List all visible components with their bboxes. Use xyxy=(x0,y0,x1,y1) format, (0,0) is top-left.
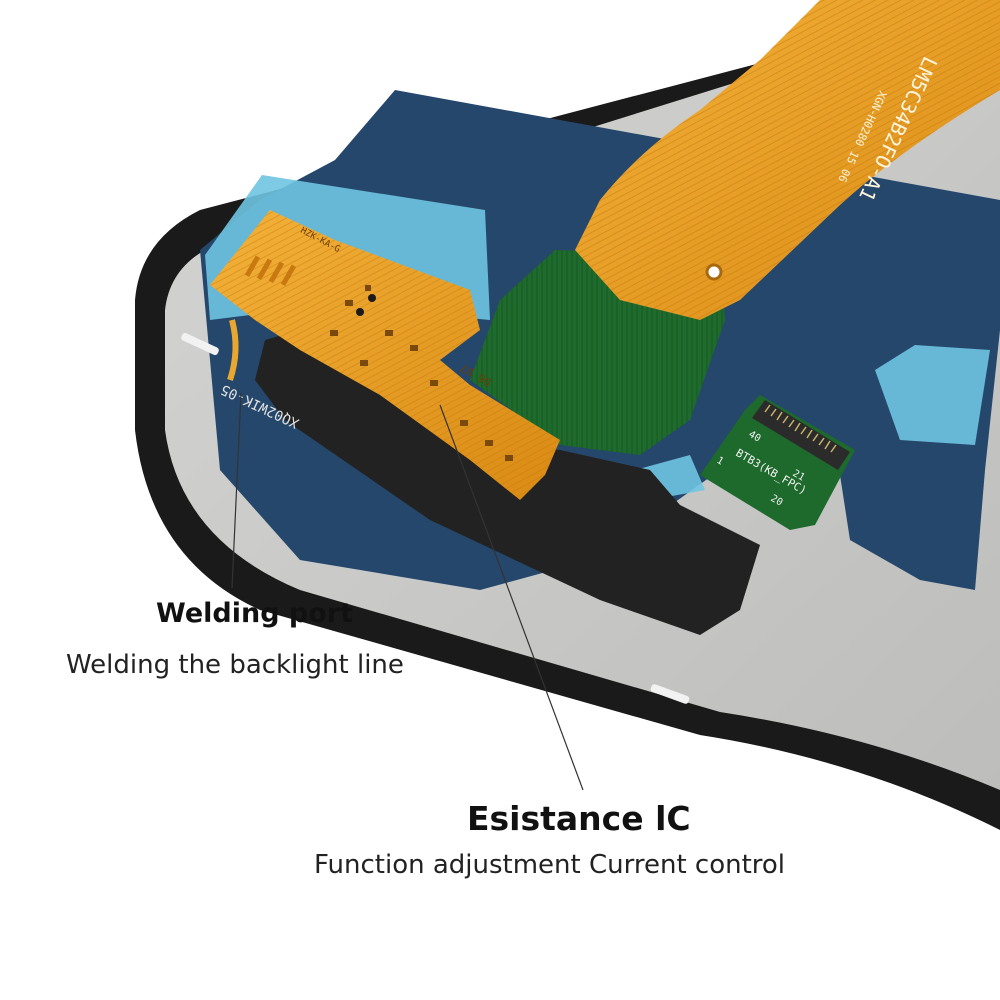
ic-chip xyxy=(356,308,364,316)
flex-ribbon-traces xyxy=(575,0,1000,320)
ic-leader xyxy=(439,404,584,791)
connector-pins xyxy=(764,404,837,453)
orange-board-traces xyxy=(210,210,560,500)
smd-components xyxy=(330,285,513,461)
btb-connector xyxy=(752,400,850,470)
connector-pin-21: 21 xyxy=(791,468,807,484)
btb-connector-board xyxy=(700,395,855,530)
light-blue-tape-right xyxy=(875,345,990,445)
welding-port-leader xyxy=(231,392,242,589)
welding-port-title: Welding port xyxy=(156,598,354,629)
mounting-hole xyxy=(705,263,723,281)
connector-pin-1: 1 xyxy=(715,455,726,468)
ic-description: Function adjustment Current control xyxy=(314,850,786,880)
welding-port-description: Welding the backlight line xyxy=(66,650,404,680)
backlight-wire xyxy=(227,319,239,381)
connector-pin-20: 20 xyxy=(769,493,785,509)
frame-clip xyxy=(650,684,690,704)
welding-pads xyxy=(244,255,297,287)
connector-pin-40: 40 xyxy=(747,429,763,445)
frame-clip xyxy=(181,332,219,356)
ic-title: Esistance lC xyxy=(467,799,691,838)
ic-chip xyxy=(368,294,376,302)
